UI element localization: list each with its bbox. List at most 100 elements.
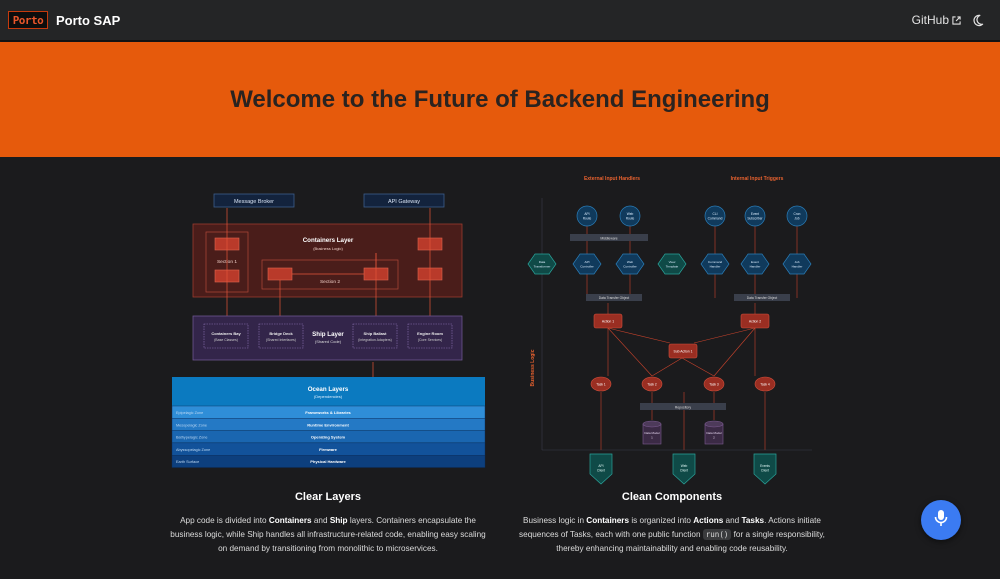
- input-circle-label: Route: [583, 217, 592, 221]
- handler-hex: [527, 253, 557, 275]
- handler-hex-label: Data: [539, 260, 546, 264]
- input-circle-label: Web: [627, 212, 634, 216]
- ocean-zone-label: Frameworks & Libraries: [305, 410, 351, 415]
- business-logic-label: Business Logic: [530, 349, 536, 386]
- repository-label: Repository: [675, 406, 692, 410]
- client-label: Events: [760, 464, 770, 468]
- data-model-top: [704, 420, 724, 428]
- task-label: Task 2: [647, 383, 657, 387]
- ocean-layers-sub: (Dependencies): [314, 394, 343, 399]
- github-link[interactable]: GitHub: [912, 13, 961, 27]
- data-model-top: [642, 420, 662, 428]
- ship-ballast-sub: (Integration Adapters): [358, 338, 392, 342]
- feature-desc-clear-layers: App code is divided into Containers and …: [170, 516, 486, 553]
- api-gateway-label: API Gateway: [388, 199, 420, 205]
- input-circle-label: Event: [751, 212, 759, 216]
- client-label: Client: [597, 469, 605, 473]
- handler-hex: [657, 253, 687, 275]
- logo-text: Porto: [12, 13, 44, 27]
- task-label: Task 3: [709, 383, 719, 387]
- dto-left-label: Data Transfer Object: [599, 296, 630, 300]
- input-circle-label: CLI: [713, 212, 718, 216]
- feature-title-clean-components: Clean Components: [621, 491, 723, 503]
- input-circle-label: Job: [794, 217, 799, 221]
- handler-hex-label: Event: [751, 260, 759, 264]
- feature-clean-components: External Input Handlers Internal Input T…: [512, 158, 832, 578]
- handler-hex: [782, 253, 812, 275]
- handler-hex-label: Controller: [580, 265, 593, 269]
- components-diagram: External Input Handlers Internal Input T…: [527, 176, 812, 485]
- github-label: GitHub: [911, 13, 949, 27]
- input-circle-label: Command: [708, 217, 723, 221]
- porto-logo[interactable]: Porto: [8, 11, 48, 29]
- middleware-label: Middleware: [600, 237, 617, 241]
- handler-hex: [740, 253, 770, 275]
- feature-desc-clean-components: Business logic in Containers is organize…: [519, 516, 825, 553]
- ocean-zone-name: Abyssopelagic Zone: [176, 448, 210, 452]
- input-circle: [576, 205, 598, 227]
- component-nodes: APIRouteWebRouteCLICommandEventSubscribe…: [527, 205, 812, 485]
- ship-ballast-label: Ship Ballast: [364, 331, 388, 336]
- ocean-zone-label: Firmware: [319, 447, 338, 452]
- client-shield: [589, 453, 613, 485]
- voice-assistant-button[interactable]: [921, 500, 961, 540]
- external-link-icon: [952, 15, 961, 25]
- handler-hex-label: Handler: [792, 265, 803, 269]
- input-circle: [786, 205, 808, 227]
- handler-hex: [700, 253, 730, 275]
- input-circle-label: API: [584, 212, 589, 216]
- engine-room-label: Engine Room: [417, 331, 443, 336]
- input-circle-label: Route: [626, 217, 635, 221]
- handler-hex-label: Template: [666, 265, 679, 269]
- bridge-deck-label: Bridge Deck: [269, 331, 293, 336]
- sub-action-label: Sub Action 1: [673, 350, 692, 354]
- containers-layer-sub: (Business Logic): [313, 246, 343, 251]
- handler-hex-label: Controller: [623, 265, 636, 269]
- data-model-label: Data Model: [644, 431, 660, 435]
- external-input-title: External Input Handlers: [584, 176, 640, 182]
- handler-hex-label: Command: [708, 260, 723, 264]
- task-label: Task 4: [760, 383, 770, 387]
- handler-hex-label: Web: [627, 260, 634, 264]
- engine-room-sub: (Core Services): [418, 338, 442, 342]
- task-ellipse: [754, 376, 776, 392]
- handler-hex: [572, 253, 602, 275]
- input-circle-label: Cron: [794, 212, 801, 216]
- containers-bay-sub: (Base Classes): [214, 338, 238, 342]
- handler-hex-label: Transformer: [534, 265, 551, 269]
- nav-right: GitHub: [912, 13, 992, 27]
- action-label: Action 1: [602, 320, 614, 324]
- client-label: Client: [680, 469, 688, 473]
- action-label: Action 2: [749, 320, 761, 324]
- input-circle: [619, 205, 641, 227]
- handler-hex-label: API: [585, 260, 590, 264]
- ship-layer-title: Ship Layer: [312, 331, 344, 338]
- containers-layer-title: Containers Layer: [303, 237, 354, 244]
- ocean-zone-label: Physical Hardware: [310, 459, 346, 464]
- internal-input-title: Internal Input Triggers: [731, 176, 784, 182]
- ocean-zone-name: Earth Surface: [176, 460, 199, 464]
- handler-hex-label: View: [669, 260, 676, 264]
- theme-toggle-moon-icon[interactable]: [971, 14, 984, 27]
- navbar: Porto Porto SAP GitHub: [0, 0, 1000, 41]
- handler-hex: [615, 253, 645, 275]
- brand-name[interactable]: Porto SAP: [56, 12, 121, 28]
- handler-hex-label: Job: [795, 260, 800, 264]
- message-broker-label: Message Broker: [234, 199, 274, 205]
- client-shield: [753, 453, 777, 485]
- hero-title: Welcome to the Future of Backend Enginee…: [230, 85, 770, 113]
- input-circle-label: Subscriber: [747, 217, 763, 221]
- data-model-label: 2: [713, 436, 715, 440]
- action-box: [740, 313, 770, 329]
- data-model-label: Data Model: [706, 431, 722, 435]
- task-ellipse: [641, 376, 663, 392]
- client-shield: [672, 453, 696, 485]
- hero-banner: Welcome to the Future of Backend Enginee…: [0, 42, 1000, 157]
- handler-hex-label: Handler: [710, 265, 721, 269]
- input-circle: [704, 205, 726, 227]
- action-box: [593, 313, 623, 329]
- ocean-zone-label: Runtime Environment: [307, 422, 349, 427]
- ocean-zone-name: Bathypelagic Zone: [176, 436, 207, 440]
- feature-clear-layers: Message Broker API Gateway Containers La…: [168, 158, 488, 578]
